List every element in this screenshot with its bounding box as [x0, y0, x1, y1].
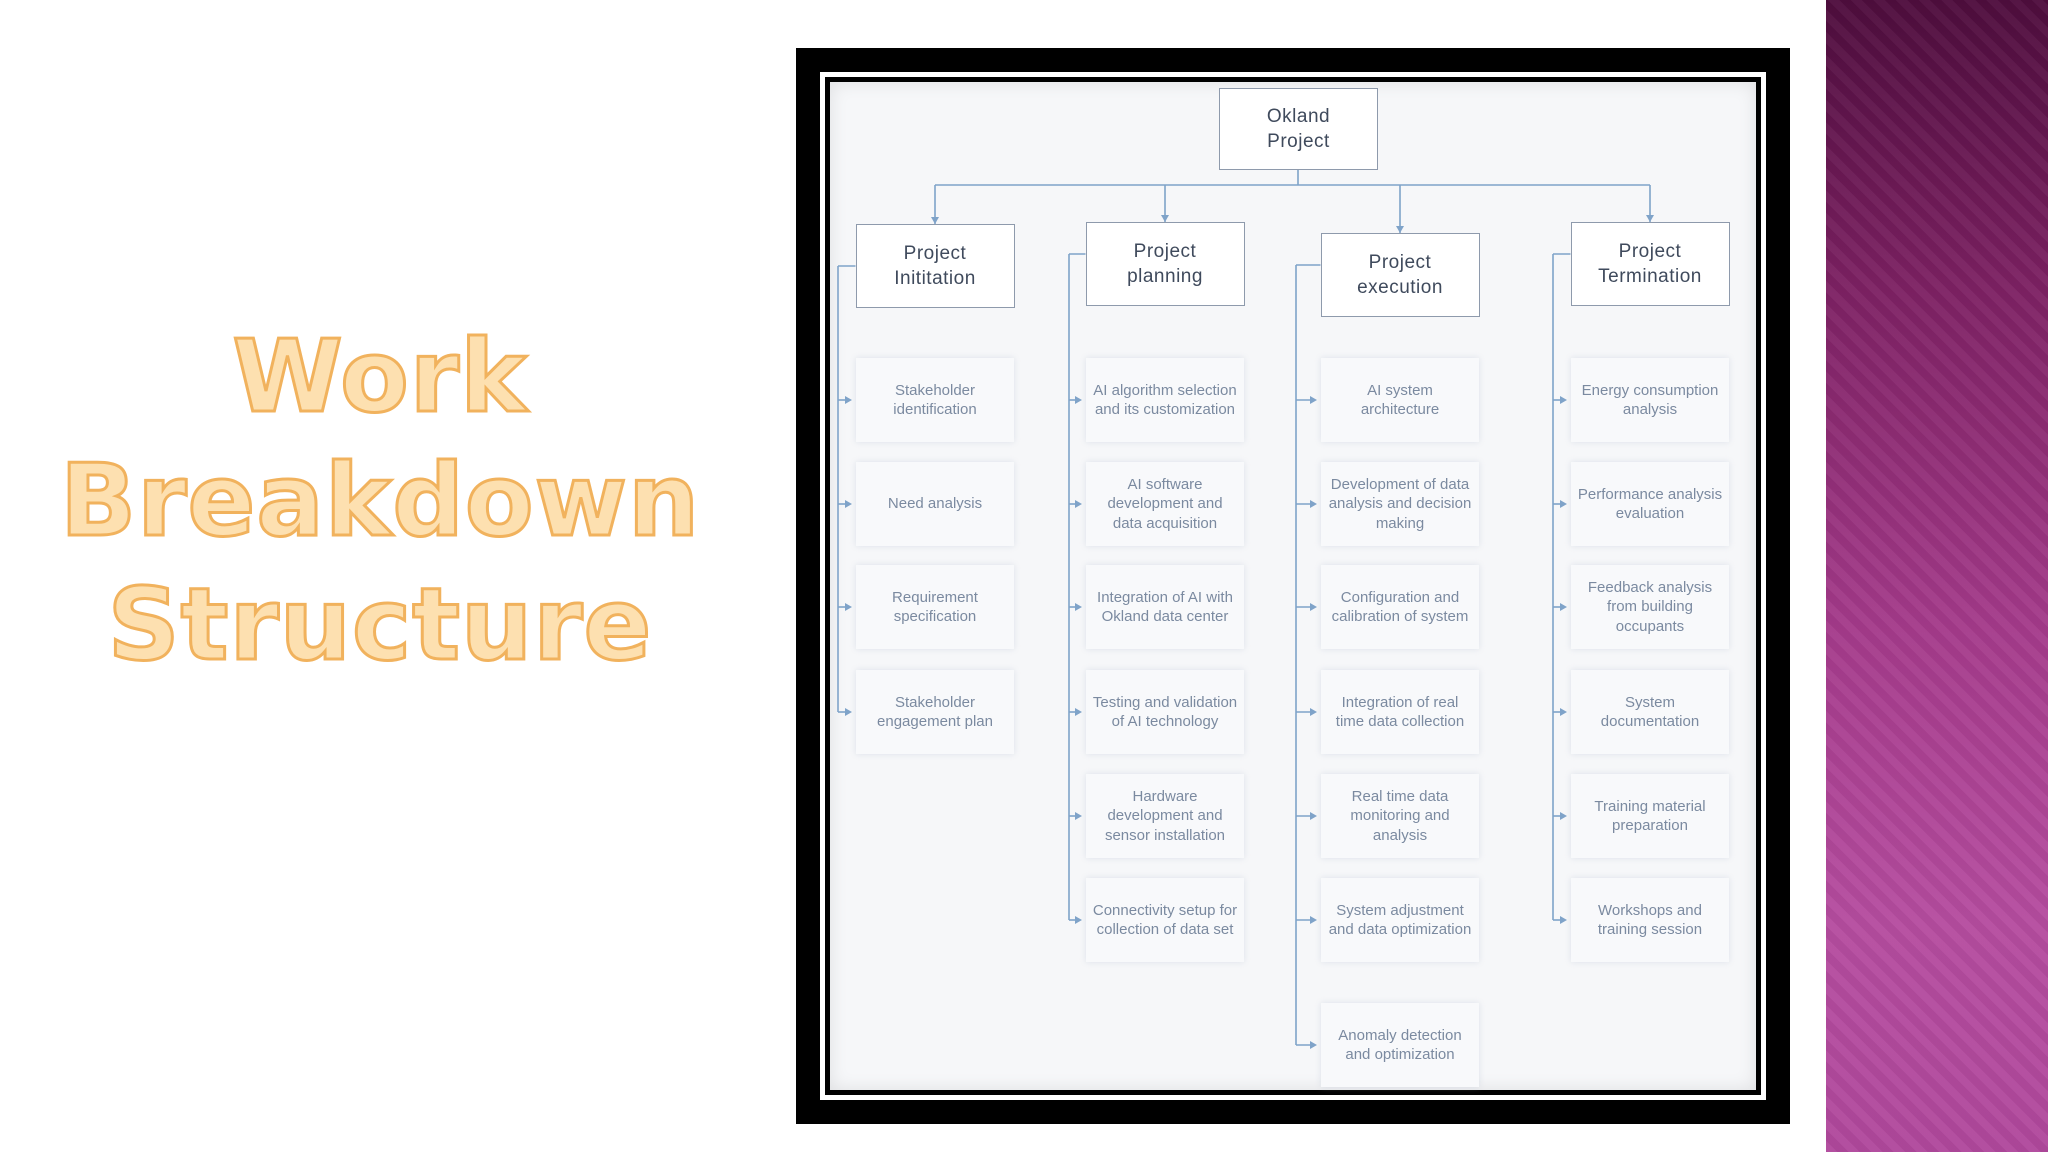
task-arrowhead: [845, 396, 852, 404]
task-node: Integration of real time data collection: [1321, 670, 1479, 754]
task-arrowhead: [1310, 1041, 1317, 1049]
task-arrowhead: [1310, 500, 1317, 508]
task-node: Integration of AI with Okland data cente…: [1086, 565, 1244, 649]
task-arrowhead: [1310, 396, 1317, 404]
task-node: System adjustment and data optimization: [1321, 878, 1479, 962]
task-node: System documentation: [1571, 670, 1729, 754]
title-line-3: Structure: [106, 565, 653, 685]
task-node: Performance analysis evaluation: [1571, 462, 1729, 546]
task-arrowhead: [1560, 812, 1567, 820]
task-node: Connectivity setup for collection of dat…: [1086, 878, 1244, 962]
task-node: Anomaly detection and optimization: [1321, 1003, 1479, 1087]
task-arrowhead: [1075, 916, 1082, 924]
task-arrowhead: [1310, 708, 1317, 716]
task-arrowhead: [1560, 708, 1567, 716]
task-node: Configuration and calibration of system: [1321, 565, 1479, 649]
task-node: Feedback analysis from building occupant…: [1571, 565, 1729, 649]
task-node: AI software development and data acquisi…: [1086, 462, 1244, 546]
task-arrowhead: [1075, 500, 1082, 508]
task-arrowhead: [845, 708, 852, 716]
task-arrowhead: [1075, 812, 1082, 820]
phase-arrowhead: [1161, 215, 1169, 222]
task-node: AI algorithm selection and its customiza…: [1086, 358, 1244, 442]
task-node: Need analysis: [856, 462, 1014, 546]
task-arrowhead: [1560, 603, 1567, 611]
task-arrowhead: [1075, 708, 1082, 716]
task-arrowhead: [1075, 396, 1082, 404]
task-node: Requirement specification: [856, 565, 1014, 649]
task-node: Real time data monitoring and analysis: [1321, 774, 1479, 858]
picture-frame-inner-border: [820, 72, 1766, 1100]
task-arrowhead: [1310, 812, 1317, 820]
task-arrowhead: [845, 603, 852, 611]
task-arrowhead: [1560, 500, 1567, 508]
task-node: Development of data analysis and decisio…: [1321, 462, 1479, 546]
task-node: Stakeholder engagement plan: [856, 670, 1014, 754]
task-arrowhead: [1075, 603, 1082, 611]
task-node: AI system architecture: [1321, 358, 1479, 442]
slide-title: Work Breakdown Structure: [59, 315, 701, 687]
task-arrowhead: [1310, 603, 1317, 611]
task-arrowhead: [1560, 396, 1567, 404]
root-node: Okland Project: [1219, 88, 1378, 170]
task-node: Workshops and training session: [1571, 878, 1729, 962]
title-line-1: Work: [231, 317, 528, 437]
task-node: Testing and validation of AI technology: [1086, 670, 1244, 754]
phase-node-1: Project Inititation: [855, 224, 1015, 308]
phase-node-4: Project Termination: [1570, 222, 1730, 306]
phase-node-2: Project planning: [1085, 222, 1245, 306]
phase-node-3: Project execution: [1320, 233, 1480, 317]
task-node: Hardware development and sensor installa…: [1086, 774, 1244, 858]
decorative-side-band: [1826, 0, 2048, 1152]
title-line-2: Breakdown: [59, 441, 701, 561]
task-arrowhead: [845, 500, 852, 508]
phase-arrowhead: [931, 217, 939, 224]
phase-arrowhead: [1646, 215, 1654, 222]
task-node: Stakeholder identification: [856, 358, 1014, 442]
task-arrowhead: [1560, 916, 1567, 924]
task-node: Energy consumption analysis: [1571, 358, 1729, 442]
task-node: Training material preparation: [1571, 774, 1729, 858]
task-arrowhead: [1310, 916, 1317, 924]
phase-arrowhead: [1396, 226, 1404, 233]
